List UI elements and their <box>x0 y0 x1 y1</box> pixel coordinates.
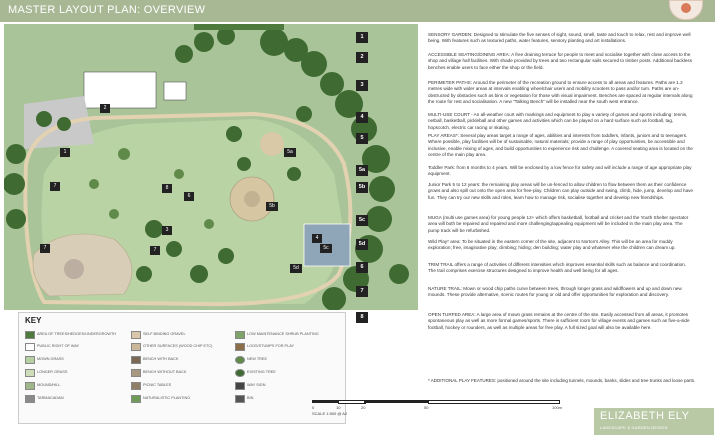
additional-play-footnote: * ADDITIONAL PLAY FEATURES: positioned a… <box>428 378 696 383</box>
scale-tick: 50 <box>424 405 429 410</box>
note-text: MULTI-USE COURT - An all-weather court w… <box>428 112 688 130</box>
legend-swatch <box>25 343 35 351</box>
legend-swatch <box>25 331 35 339</box>
shop-building <box>163 81 187 101</box>
note-number: 5a <box>356 165 368 176</box>
scale-bar: 0 10 20 50 100m SCALE 1:500 @ A2 <box>312 396 574 416</box>
site-plan: 1 2 3 4 5a 5b 5c 5d 5d 6 7 7 7 8 <box>4 24 418 310</box>
scale-tick: 10 <box>336 405 341 410</box>
note-number: 6 <box>356 262 368 273</box>
plan-label-7: 7 <box>50 182 60 191</box>
legend-swatch <box>131 343 141 351</box>
plan-label-5d: 5d <box>290 264 302 273</box>
plan-label-3: 3 <box>162 226 172 235</box>
note-number: 5 <box>356 133 368 144</box>
note-text: Wild Play* area: To be situated in the e… <box>428 239 676 251</box>
note-number: 5c <box>356 215 368 226</box>
note-number: 3 <box>356 80 368 91</box>
note-text: Toddler Park: from 6 months to 4 years. … <box>428 165 692 177</box>
note-number: 8 <box>356 312 368 323</box>
plan-label-5c: 5c <box>320 244 332 253</box>
note-text: SENSORY GARDEN: Designed to stimulate th… <box>428 32 691 44</box>
note-text: Junior Park 5 to 12 years: the remaining… <box>428 182 693 200</box>
sensory-water-feature <box>64 259 84 279</box>
plan-label-8: 8 <box>162 184 172 193</box>
scale-tick: 20 <box>361 405 366 410</box>
note-number: 1 <box>356 32 368 43</box>
tree-clusters <box>4 27 409 310</box>
note-text: ACCESSIBLE SEATING/DINING AREA: A free d… <box>428 52 693 70</box>
plan-label-7-2: 7 <box>150 246 160 255</box>
plan-label-6: 6 <box>184 192 194 201</box>
site-plan-drawing <box>4 24 418 310</box>
legend-swatch <box>25 369 35 377</box>
legend-swatch <box>235 331 245 339</box>
plan-label-4: 4 <box>312 234 322 243</box>
scale-segment <box>364 400 428 403</box>
legend-swatch <box>25 395 35 403</box>
covered-seating <box>244 191 260 207</box>
note-text: TRIM TRAIL offers a range of activities … <box>428 262 686 274</box>
header-bar: MASTER LAYOUT PLAN: OVERVIEW <box>0 0 715 22</box>
designer-brand: ELIZABETH ELY LANDSCAPE & GARDEN DESIGN <box>594 408 714 435</box>
bin-icon <box>235 395 245 403</box>
plan-label-7-3: 7 <box>40 244 50 253</box>
toddler-park <box>260 132 284 156</box>
legend-swatch <box>131 356 141 364</box>
plan-label-2: 2 <box>100 104 110 113</box>
legend-swatch <box>25 382 35 390</box>
legend-swatch <box>131 331 141 339</box>
legend-title: KEY <box>25 316 42 325</box>
note-text: MUGA (multi use games area) for young pe… <box>428 215 689 233</box>
note-number: 2 <box>356 52 368 63</box>
brand-subtitle: LANDSCAPE & GARDEN DESIGN <box>600 425 668 430</box>
logo-badge <box>669 0 703 20</box>
legend-swatch <box>235 343 245 351</box>
note-text: PLAY AREAS*: Several play areas target a… <box>428 133 693 158</box>
brand-name: ELIZABETH ELY <box>600 410 690 422</box>
legend-swatch <box>25 356 35 364</box>
legend-key: KEY AREA OF TREES/HEDGES/UNDERGROWTH PUB… <box>18 312 346 424</box>
hedge-top <box>194 24 284 30</box>
scale-segment <box>428 400 560 404</box>
note-number: 5b <box>356 182 368 193</box>
scale-label: SCALE 1:500 @ A2 <box>312 411 348 416</box>
plan-label-5a: 5a <box>284 148 296 157</box>
legend-swatch <box>131 395 141 403</box>
note-number: 5d <box>356 239 368 250</box>
scale-tick: 0 <box>312 405 315 410</box>
legend-swatch <box>131 382 141 390</box>
new-trees <box>89 148 214 229</box>
way-sign-icon <box>235 382 245 390</box>
plan-label-1: 1 <box>60 148 70 157</box>
scale-tick: 100m <box>552 405 563 410</box>
note-text: NATURE TRAIL: Mown or wood chip paths cu… <box>428 286 682 298</box>
muga-court <box>303 223 351 267</box>
plan-label-5b: 5b <box>266 202 278 211</box>
note-number: 4 <box>356 112 368 123</box>
note-text: OPEN TURFED AREA: A large area of mown g… <box>428 312 690 330</box>
legend-swatch <box>131 369 141 377</box>
scale-segment <box>312 400 338 403</box>
new-tree-icon <box>235 356 245 364</box>
note-number: 7 <box>356 286 368 297</box>
scale-segment <box>338 400 366 404</box>
note-text: PERIMETER PATHS: Around the perimeter of… <box>428 80 693 105</box>
existing-tree-icon <box>235 369 245 377</box>
page-title: MASTER LAYOUT PLAN: OVERVIEW <box>8 4 206 16</box>
logo-mark-icon <box>681 3 691 13</box>
village-hall <box>83 71 157 109</box>
